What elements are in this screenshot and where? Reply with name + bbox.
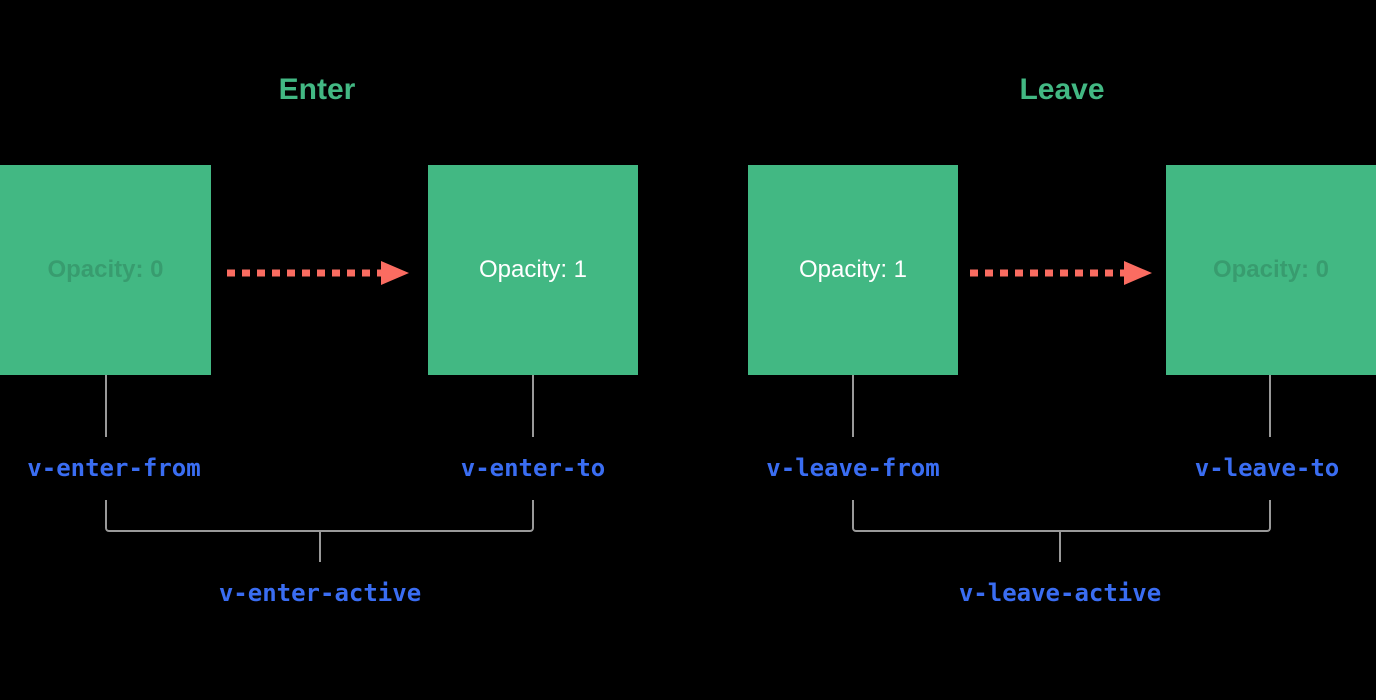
leave-active-stub-line bbox=[1059, 530, 1061, 562]
leave-to-box-label: Opacity: 0 bbox=[1212, 256, 1330, 283]
enter-to-box: Opacity: 1 bbox=[428, 165, 638, 375]
enter-from-box: Opacity: 0 bbox=[0, 165, 211, 375]
leave-from-box: Opacity: 1 bbox=[748, 165, 958, 375]
enter-to-connector-line bbox=[532, 375, 534, 437]
enter-from-class-label: v-enter-from bbox=[27, 454, 201, 482]
leave-to-class-label: v-leave-to bbox=[1194, 454, 1340, 482]
leave-to-connector-line bbox=[1269, 375, 1271, 437]
enter-from-box-label: Opacity: 0 bbox=[47, 256, 164, 283]
enter-to-box-label: Opacity: 1 bbox=[478, 256, 588, 283]
leave-from-class-label: v-leave-from bbox=[766, 454, 940, 482]
dashed-arrow-right-icon bbox=[227, 261, 409, 285]
enter-active-bracket bbox=[105, 500, 534, 532]
leave-section-title: Leave bbox=[1019, 73, 1105, 106]
dashed-arrow-right-icon bbox=[970, 261, 1152, 285]
enter-from-connector-line bbox=[105, 375, 107, 437]
enter-active-class-label: v-enter-active bbox=[218, 579, 422, 607]
leave-active-bracket bbox=[852, 500, 1271, 532]
enter-active-stub-line bbox=[319, 530, 321, 562]
enter-section-title: Enter bbox=[278, 73, 356, 106]
leave-to-box: Opacity: 0 bbox=[1166, 165, 1376, 375]
leave-active-class-label: v-leave-active bbox=[958, 579, 1162, 607]
leave-from-connector-line bbox=[852, 375, 854, 437]
leave-from-box-label: Opacity: 1 bbox=[798, 256, 908, 283]
enter-to-class-label: v-enter-to bbox=[460, 454, 606, 482]
